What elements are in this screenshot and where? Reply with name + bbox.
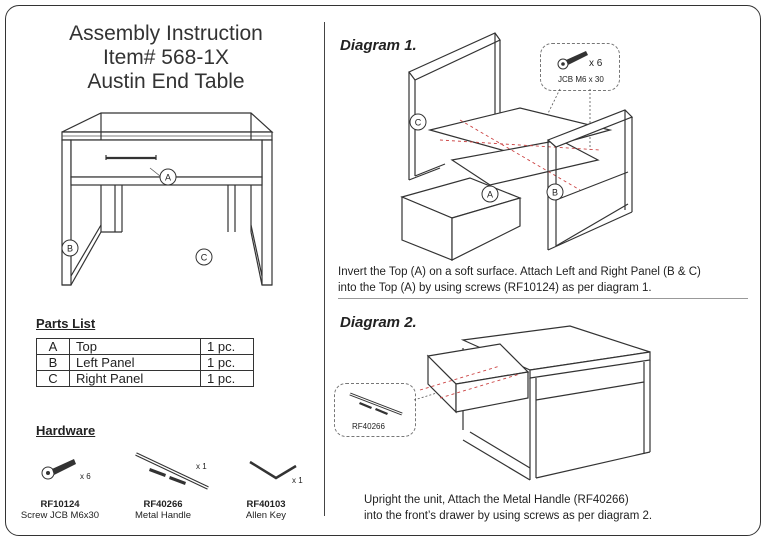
diagram2-heading: Diagram 2. xyxy=(340,314,417,331)
hardware-desc: Screw JCB M6x30 xyxy=(20,510,100,521)
diagram1-instructions: Invert the Top (A) on a soft surface. At… xyxy=(338,264,701,296)
diagram2-instruction-line-2: into the front’s drawer by using screws … xyxy=(364,510,653,522)
diagram1-callout-b: B xyxy=(552,188,558,198)
parts-list-heading: Parts List xyxy=(36,316,96,331)
diagram1-screw-label: JCB M6 x 30 xyxy=(558,75,604,84)
diagram1-exploded-view: C A B xyxy=(400,32,634,261)
diagram1-heading: Diagram 1. xyxy=(340,37,417,54)
metal-handle-icon xyxy=(349,392,403,416)
hardware-item-allen-key: RF40103 Allen Key xyxy=(226,499,306,521)
part-qty: 1 pc. xyxy=(200,354,254,371)
part-name: Right Panel xyxy=(69,370,201,387)
hardware-code: RF40103 xyxy=(246,499,286,510)
vertical-divider xyxy=(324,22,326,516)
callout-b: B xyxy=(67,244,73,254)
metal-handle-icon xyxy=(135,452,209,490)
allen-key-icon xyxy=(249,460,297,480)
hardware-heading: Hardware xyxy=(36,423,96,438)
horizontal-divider xyxy=(338,298,748,299)
diagram2-instructions: Upright the unit, Attach the Metal Handl… xyxy=(364,492,652,524)
parts-table: A Top 1 pc. B Left Panel 1 pc. C Right P… xyxy=(36,338,254,387)
screw-qty: x 6 xyxy=(80,472,91,481)
diagram2-handle-label: RF40266 xyxy=(352,422,385,431)
hardware-desc: Metal Handle xyxy=(135,510,191,521)
title-line-3: Austin End Table xyxy=(87,70,245,93)
diagram2-instruction-line-1: Upright the unit, Attach the Metal Handl… xyxy=(364,494,629,506)
diagram1-callout-c: C xyxy=(415,118,422,128)
part-qty: 1 pc. xyxy=(200,370,254,387)
screw-icon xyxy=(41,459,76,480)
diagram1-screw-qty: x 6 xyxy=(589,58,603,69)
hardware-code: RF10124 xyxy=(40,499,80,510)
allen-key-qty: x 1 xyxy=(292,476,303,485)
screw-icon xyxy=(557,51,588,70)
end-table-illustration: A B C xyxy=(61,112,274,286)
hardware-desc: Allen Key xyxy=(245,510,287,521)
handle-callout-bubble xyxy=(334,383,416,437)
diagram1-callout-a: A xyxy=(487,190,493,200)
callout-c: C xyxy=(201,253,208,263)
hardware-code: RF40266 xyxy=(143,499,183,510)
hardware-item-handle: RF40266 Metal Handle xyxy=(118,499,208,521)
title-line-1: Assembly Instruction xyxy=(69,22,263,45)
title-line-2: Item# 568-1X xyxy=(102,46,230,69)
page-border xyxy=(5,5,761,536)
callout-a: A xyxy=(165,173,171,183)
diagram1-instruction-line-2: into the Top (A) by using screws (RF1012… xyxy=(338,282,652,294)
document-title: Assembly Instruction Item# 568-1X Austin… xyxy=(20,22,312,94)
part-qty: 1 pc. xyxy=(200,338,254,355)
handle-qty: x 1 xyxy=(196,462,207,471)
screw-callout-bubble xyxy=(540,43,620,91)
hardware-item-screw: RF10124 Screw JCB M6x30 xyxy=(6,499,114,521)
table-row: C Right Panel 1 pc. xyxy=(36,370,254,387)
table-row: A Top 1 pc. xyxy=(36,338,254,355)
diagram1-instruction-line-1: Invert the Top (A) on a soft surface. At… xyxy=(338,266,701,278)
